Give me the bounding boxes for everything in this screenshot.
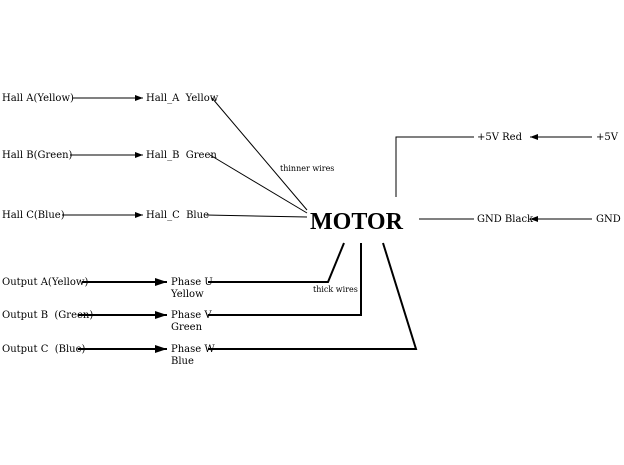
motor-label: MOTOR (310, 209, 404, 235)
phase-u-color-label: Yellow (170, 289, 204, 300)
output-a-source-label: Output A(Yellow) (2, 277, 88, 288)
plus5v-source-label: +5V (596, 132, 619, 143)
hall-b-wire (209, 154, 308, 214)
output-b-source-label: Output B (Green) (2, 310, 93, 321)
gnd-source-label: GND (596, 214, 621, 225)
phase-v-color-label: Green (171, 322, 203, 333)
thick-wires-note: thick wires (313, 285, 358, 294)
hall-a-wire (211, 97, 308, 211)
phase-w-color-label: Blue (171, 356, 194, 367)
phase-u-wire (208, 242, 345, 283)
plus5v-target-label: +5V Red (477, 132, 523, 143)
hall-a-target-label: Hall_A Yellow (146, 93, 219, 104)
thinner-wires-note: thinner wires (280, 164, 334, 173)
gnd-target-label: GND Black (477, 214, 534, 225)
phase-w-label: Phase W (171, 344, 215, 355)
hall-a-source-label: Hall A(Yellow) (2, 93, 74, 104)
hall-c-source-label: Hall C(Blue) (2, 210, 65, 221)
plus5v-wire (395, 136, 474, 197)
output-c-source-label: Output C (Blue) (2, 344, 86, 355)
hall-b-target-label: Hall_B Green (146, 150, 217, 161)
hall-c-wire (205, 214, 308, 218)
phase-u-label: Phase U (171, 277, 213, 288)
phase-w-wire (208, 242, 418, 350)
hall-b-source-label: Hall B(Green) (2, 150, 73, 161)
phase-v-label: Phase V (171, 310, 212, 321)
phase-v-wire (208, 243, 362, 316)
hall-c-target-label: Hall_C Blue (146, 210, 209, 221)
